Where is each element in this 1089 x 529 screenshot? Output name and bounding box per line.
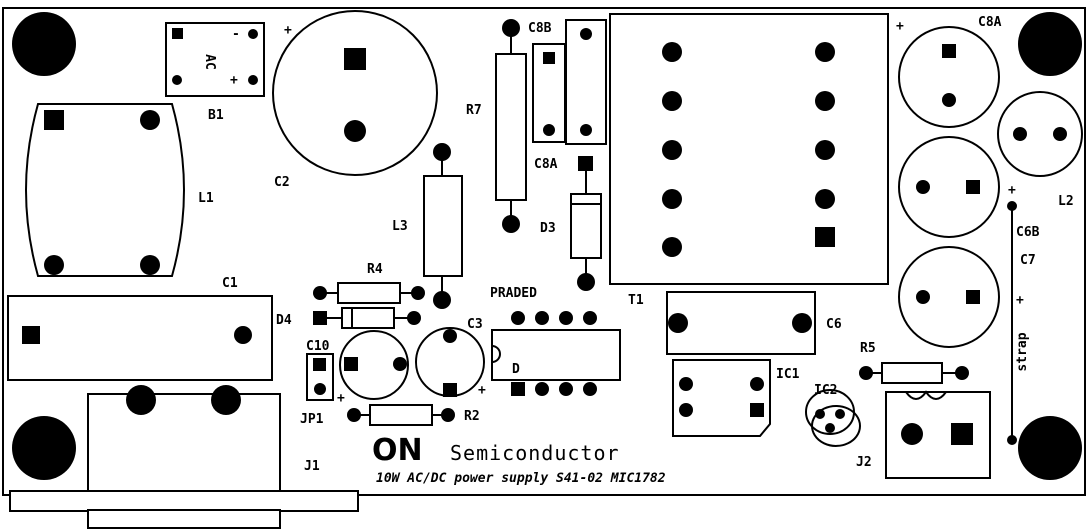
c7-plus-label: + — [1016, 293, 1024, 308]
component-r7: R7 — [466, 19, 527, 233]
component-ic2: IC2 — [804, 383, 861, 447]
component-jp1: JP1 — [300, 353, 334, 427]
c3-plus-label: + — [478, 383, 486, 398]
r2-label: R2 — [464, 409, 480, 424]
component-l3: L3 — [392, 143, 463, 309]
c10-label: C10 — [306, 339, 330, 354]
ic2-label: IC2 — [814, 383, 837, 398]
c8b-label: C8B — [528, 21, 552, 36]
component-c10: + C10 — [306, 330, 409, 406]
j2-label: J2 — [856, 455, 872, 470]
component-praded: PRADED D — [490, 286, 621, 396]
r4-label: R4 — [367, 262, 383, 277]
component-c6b: + C6B — [898, 136, 1040, 240]
c6b-label: C6B — [1016, 225, 1040, 240]
mounting-hole-bottom-left — [12, 416, 76, 480]
component-c1: C1 — [7, 276, 273, 381]
c2-label: C2 — [274, 175, 290, 190]
l1-label: L1 — [198, 191, 214, 206]
jp1-label: JP1 — [300, 412, 324, 427]
component-d4: D4 — [276, 307, 421, 329]
l2-label: L2 — [1058, 194, 1074, 209]
component-d3: D3 — [540, 171, 602, 291]
component-c7: + C7 — [898, 246, 1036, 348]
component-l1: L1 — [25, 103, 214, 277]
praded-label: PRADED — [490, 286, 537, 301]
b1-label: B1 — [208, 108, 224, 123]
j1-label: J1 — [304, 459, 320, 474]
c2-plus-label: + — [284, 23, 292, 38]
component-r5: R5 — [859, 341, 969, 384]
c8a-label: C8A — [978, 15, 1002, 30]
b1-minus-label: - — [232, 27, 240, 42]
component-c6: C6 — [666, 291, 842, 355]
r5-label: R5 — [860, 341, 876, 356]
board-subtitle: 10W AC/DC power supply S41-02 MIC1782 — [376, 471, 666, 486]
component-ic1: IC1 — [672, 359, 800, 437]
component-b1: AC - + B1 — [165, 22, 265, 123]
component-r2: R2 — [347, 404, 480, 426]
component-l2: L2 — [997, 91, 1083, 209]
component-c8a: + C8A — [896, 15, 1002, 128]
board-outline — [2, 7, 1086, 496]
d3-label: D3 — [540, 221, 556, 236]
b1-plus-label: + — [230, 73, 238, 88]
r7-label: R7 — [466, 103, 482, 118]
brand-logo: ON — [372, 433, 423, 468]
component-j1: J1 — [9, 385, 359, 529]
ic1-label: IC1 — [776, 367, 800, 382]
t1-label: T1 — [628, 293, 644, 308]
component-c8b: C8B C8A — [528, 19, 607, 172]
c1-label: C1 — [222, 276, 238, 291]
mounting-hole-top-right — [1018, 12, 1082, 76]
component-c2: + C2 — [272, 10, 438, 190]
b1-ac-label: AC — [202, 54, 217, 70]
c8a-plus-label: + — [896, 19, 904, 34]
c8a-small-label: C8A — [534, 157, 558, 172]
mounting-hole-top-left — [12, 12, 76, 76]
brand-text: Semiconductor — [450, 441, 620, 465]
mounting-hole-bottom-right — [1018, 416, 1082, 480]
c6-label: C6 — [826, 317, 842, 332]
component-r4: R4 — [313, 262, 425, 304]
d4-label: D4 — [276, 313, 292, 328]
component-t1: T1 — [609, 13, 889, 308]
strap-label: strap — [1015, 332, 1030, 371]
l3-label: L3 — [392, 219, 408, 234]
c10-plus-label: + — [337, 391, 345, 406]
c3-label: C3 — [467, 317, 483, 332]
component-strap: strap — [1007, 201, 1030, 445]
c7-label: C7 — [1020, 253, 1036, 268]
d-label: D — [512, 362, 520, 377]
c6b-plus-label: + — [1008, 183, 1016, 198]
component-c3: + C3 — [415, 317, 486, 398]
component-j2: J2 — [856, 390, 991, 479]
